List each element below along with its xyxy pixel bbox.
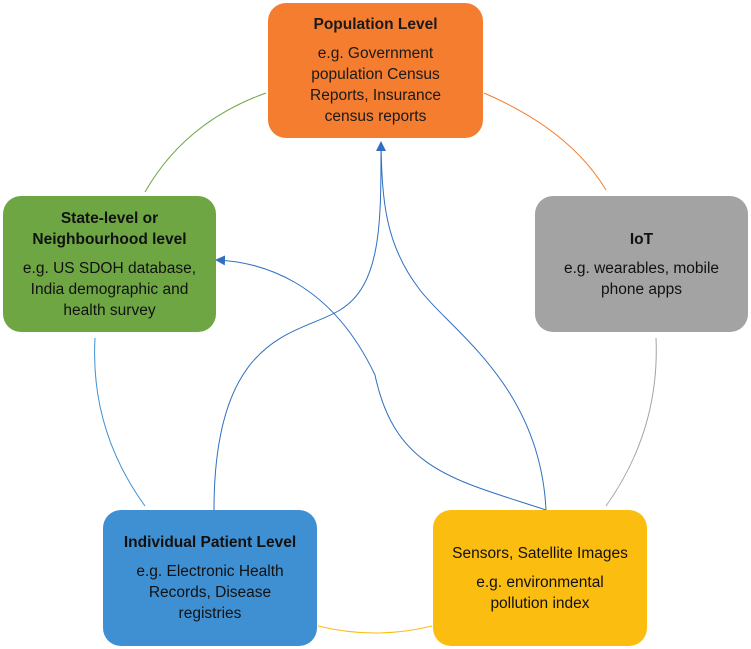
node-body: e.g. Electronic Health Records, Disease … xyxy=(136,563,284,622)
node-state-level: State-level or Neighbourhood level e.g. … xyxy=(3,196,216,332)
arrow-sensors-to-population xyxy=(380,142,547,511)
node-iot: IoT e.g. wearables, mobile phone apps xyxy=(535,196,748,332)
node-population-level: Population Level e.g. Government populat… xyxy=(268,3,483,138)
arrow-sensors-to-state xyxy=(215,255,547,511)
node-body: e.g. US SDOH database, India demographic… xyxy=(22,259,197,319)
node-body: e.g. wearables, mobile phone apps xyxy=(563,259,720,298)
node-title: Individual Patient Level xyxy=(123,534,297,551)
ring-segment-sensors-individual xyxy=(317,625,433,634)
node-individual-patient-level: Individual Patient Level e.g. Electronic… xyxy=(103,510,317,646)
node-body: e.g. environmental pollution index xyxy=(476,573,604,612)
node-sensors-satellite: Sensors, Satellite Images e.g. environme… xyxy=(433,510,647,646)
node-title: Population Level xyxy=(313,16,438,33)
node-title: Sensors, Satellite Images xyxy=(452,544,628,562)
ring-segment-individual-state xyxy=(94,337,146,507)
arrow-individual-to-population xyxy=(213,141,387,511)
ring-segment-state-population xyxy=(144,92,267,193)
ring-segment-iot-sensors xyxy=(605,337,657,507)
ring-segment-population-iot xyxy=(483,92,607,191)
node-title: State-level or Neighbourhood level xyxy=(32,209,187,248)
node-body: e.g. Government population Census Report… xyxy=(310,45,441,125)
node-title: IoT xyxy=(629,230,654,248)
